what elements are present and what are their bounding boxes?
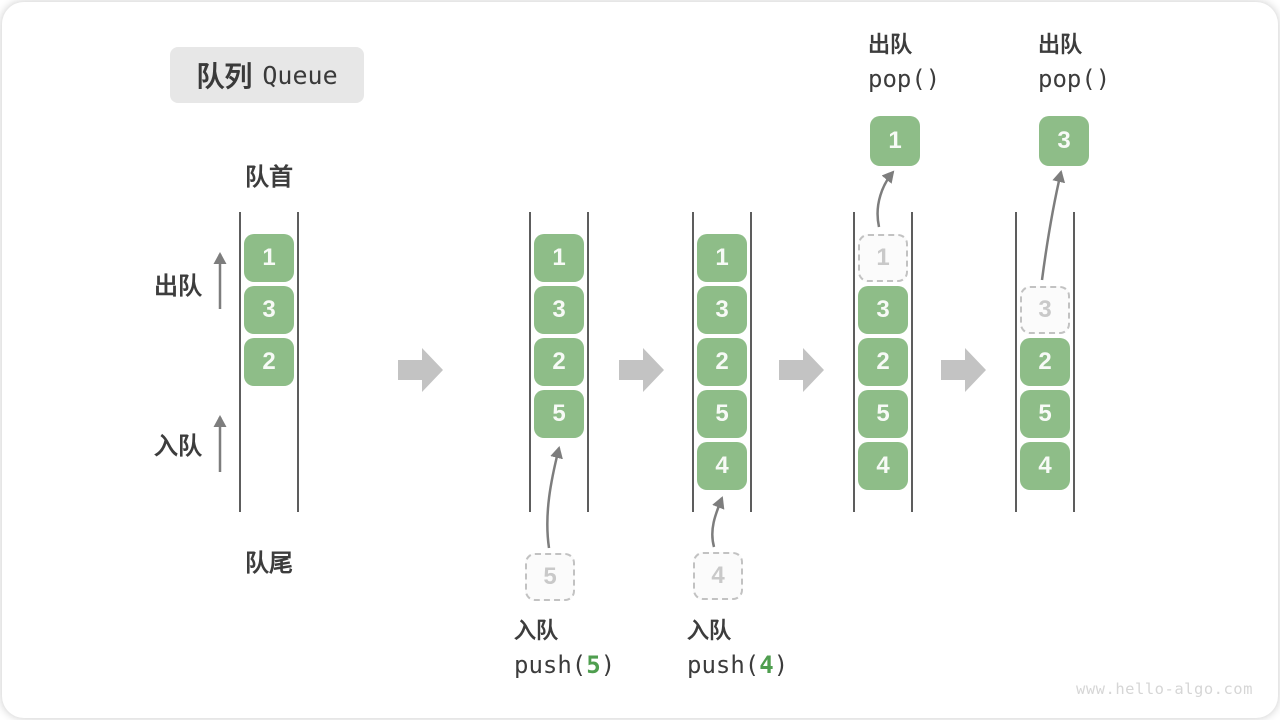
code-close: ) [600, 651, 616, 679]
push5-caption: 入队 push(5) [514, 618, 615, 679]
queue-wall [853, 212, 855, 512]
title-zh: 队列 [196, 61, 253, 92]
queue-wall [1073, 212, 1075, 512]
pop3-caption: 出队 pop() [1038, 32, 1111, 93]
push5-arrow-icon [546, 446, 563, 549]
queue-cell: 1 [534, 234, 584, 282]
pop3-arrow-icon [1040, 170, 1066, 281]
pop1-code-label: pop() [868, 65, 941, 93]
pop1-caption: 出队 pop() [868, 32, 941, 93]
rear-label: 队尾 [245, 550, 293, 577]
dequeue-side-label: 出队 [154, 273, 202, 300]
queue-cell: 2 [534, 338, 584, 386]
queue-cell: 3 [534, 286, 584, 334]
incoming-ghost-cell: 4 [693, 552, 743, 600]
watermark: www.hello-algo.com [1076, 680, 1253, 698]
queue-cell: 2 [1020, 338, 1070, 386]
push4-caption: 入队 push(4) [687, 618, 788, 679]
queue-wall [529, 212, 531, 512]
removed-ghost-cell: 3 [1020, 286, 1070, 334]
code-close: ) [773, 651, 789, 679]
queue-cell: 5 [1020, 390, 1070, 438]
queue-cell: 3 [244, 286, 294, 334]
queue-wall [911, 212, 913, 512]
queue-cell: 2 [697, 338, 747, 386]
popped-cell: 3 [1039, 116, 1089, 166]
title-en: Queue [262, 60, 338, 90]
enqueue-side-label: 入队 [154, 433, 202, 460]
pop1-action-label: 出队 [868, 32, 913, 57]
code-arg: 5 [586, 651, 601, 679]
code-fn: push( [514, 651, 587, 679]
step-arrow-icon [619, 348, 664, 392]
push4-arrow-icon [711, 496, 725, 548]
queue-wall [587, 212, 589, 512]
step-arrow-icon [779, 348, 824, 392]
queue-cell: 4 [858, 442, 908, 490]
queue-cell: 4 [697, 442, 747, 490]
queue-cell: 5 [697, 390, 747, 438]
queue-cell: 2 [244, 338, 294, 386]
removed-ghost-cell: 1 [858, 234, 908, 282]
queue-wall [1015, 212, 1017, 512]
queue-cell: 3 [697, 286, 747, 334]
popped-cell: 1 [870, 116, 920, 166]
queue-cell: 1 [244, 234, 294, 282]
queue-cell: 1 [697, 234, 747, 282]
queue-wall [692, 212, 694, 512]
code-fn: push( [687, 651, 760, 679]
pop3-action-label: 出队 [1038, 32, 1083, 57]
push5-action-label: 入队 [514, 618, 559, 643]
queue-cell: 5 [858, 390, 908, 438]
pop3-code-label: pop() [1038, 65, 1111, 93]
code-arg: 4 [759, 651, 774, 679]
queue-cell: 3 [858, 286, 908, 334]
pop1-arrow-icon [876, 170, 895, 228]
queue-cell: 5 [534, 390, 584, 438]
queue-cell: 4 [1020, 442, 1070, 490]
front-label: 队首 [245, 164, 293, 191]
queue-wall [239, 212, 241, 512]
queue-wall [750, 212, 752, 512]
incoming-ghost-cell: 5 [525, 553, 575, 601]
queue-wall [297, 212, 299, 512]
step-arrow-icon [941, 348, 986, 392]
push4-code-label: push(4) [687, 651, 788, 679]
title-box: 队列 Queue [170, 47, 364, 103]
step-arrow-icon [398, 348, 443, 392]
queue-cell: 2 [858, 338, 908, 386]
push5-code-label: push(5) [514, 651, 615, 679]
push4-action-label: 入队 [687, 618, 732, 643]
